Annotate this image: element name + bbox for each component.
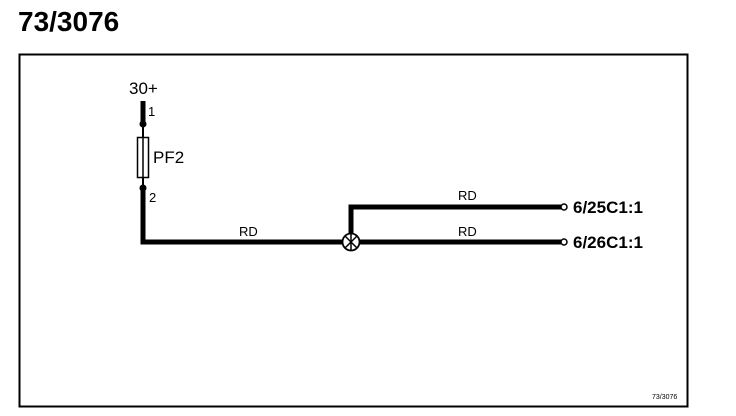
splice-icon: [341, 232, 361, 252]
fuse-pin-top-label: 1: [148, 104, 155, 119]
wire-label-main: RD: [239, 224, 258, 239]
wire-label-upper: RD: [458, 188, 477, 203]
supply-label: 30+: [129, 79, 158, 98]
page-title: 73/3076: [18, 6, 120, 37]
terminal-lower-label: 6/26C1:1: [573, 233, 643, 252]
wire-label-lower: RD: [458, 224, 477, 239]
fuse-pin-bottom-label: 2: [149, 190, 156, 205]
wire-main: [140, 188, 343, 245]
footer-ref: 73/3076: [652, 394, 677, 401]
diagram-frame: [18, 53, 689, 408]
terminal-lower-icon: [560, 238, 568, 246]
fuse-label: PF2: [153, 148, 184, 167]
terminal-upper-icon: [560, 203, 568, 211]
terminal-upper-label: 6/25C1:1: [573, 198, 643, 217]
wire-branch-upper: [348, 204, 561, 242]
